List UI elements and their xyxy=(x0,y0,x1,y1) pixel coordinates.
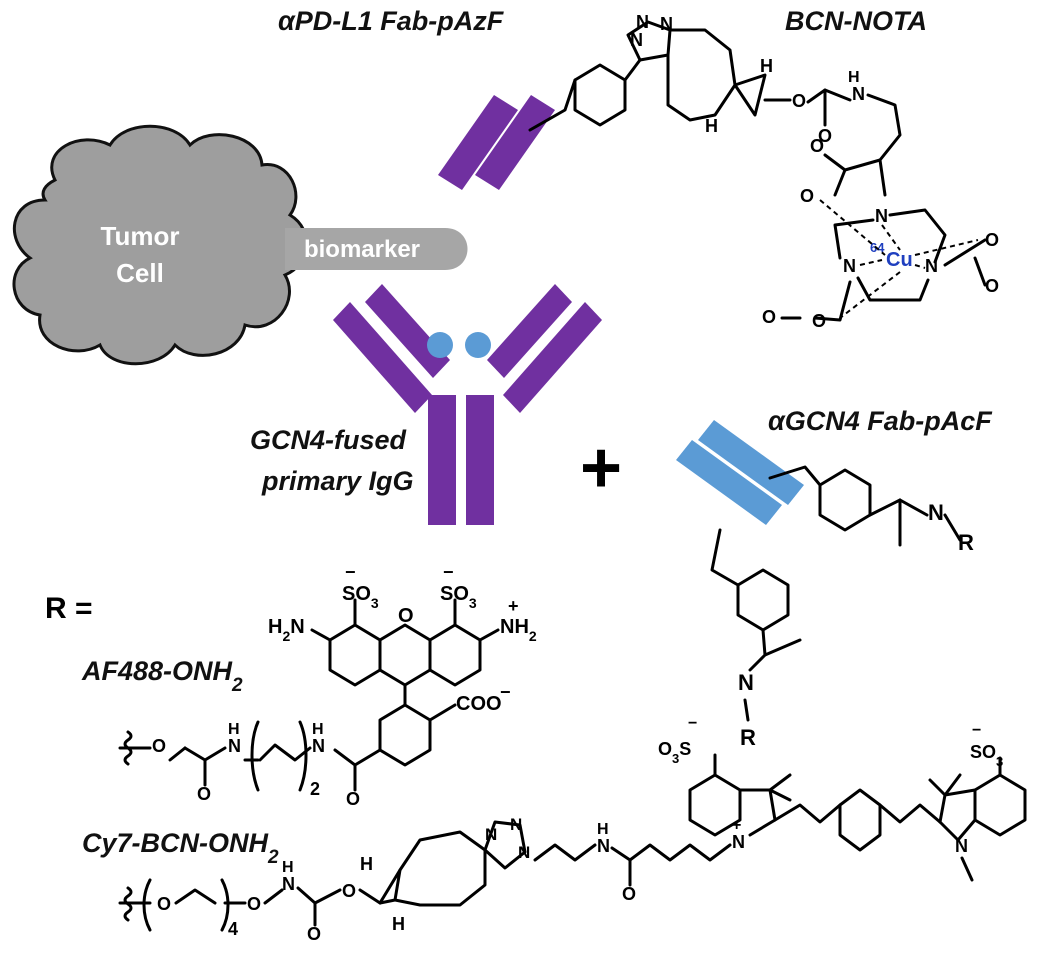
indolium-plus: + xyxy=(732,817,741,834)
nh2-right: NH2 xyxy=(500,616,537,644)
amide2-o: O xyxy=(622,884,636,904)
h2n-left: H2N xyxy=(268,616,305,644)
o3s-left-minus: − xyxy=(688,715,697,732)
carbamate-h: H xyxy=(848,69,860,86)
repeat-4: 4 xyxy=(228,919,238,939)
nota-n2: N xyxy=(843,256,856,276)
triazole-n2: N xyxy=(636,12,649,32)
cu-atom: Cu xyxy=(886,249,913,271)
carbamate-oxo: O xyxy=(818,126,832,146)
af488-label: AF488-ONH2 xyxy=(81,656,243,696)
r-group-lower: R xyxy=(740,725,756,750)
amide2-h: H xyxy=(597,821,609,838)
so3-left: SO3 xyxy=(342,583,379,611)
ether-o: O xyxy=(152,736,166,756)
carbamate2-o: O xyxy=(342,881,356,901)
bcn2-h-top: H xyxy=(360,854,373,874)
plus-sign: + xyxy=(580,428,622,508)
igg-antibody xyxy=(333,284,602,525)
tumor-label-line1: Tumor xyxy=(101,221,180,251)
oxime-n: N xyxy=(228,736,241,756)
tumor-label-line2: Cell xyxy=(116,258,164,288)
repeat-2: 2 xyxy=(310,779,320,799)
biomarker-label: biomarker xyxy=(304,236,420,263)
so3-right: SO3 xyxy=(440,583,477,611)
nota-o6: O xyxy=(812,311,826,331)
triazole2-n1: N xyxy=(485,825,497,844)
so3-right-minus: − xyxy=(443,562,454,582)
r-equals: R = xyxy=(45,592,93,625)
bcn-nota-structure: N N N H H O O H N O O N N N O O O xyxy=(528,12,999,331)
indolium-n: N xyxy=(732,832,745,852)
apdl1-fab-shape xyxy=(438,95,555,190)
apdl1-fab-label: αPD-L1 Fab-pAzF xyxy=(278,6,505,36)
imine-n-lower: N xyxy=(738,670,754,695)
nota-o4: O xyxy=(985,276,999,296)
agcn4-fab-structure: N R N R xyxy=(710,465,974,750)
oxime-h: H xyxy=(228,721,240,738)
agcn4-fab-shape xyxy=(676,420,804,525)
oxyamine-h: H xyxy=(282,859,294,876)
so3-cy7-right: SO3 xyxy=(970,742,1003,769)
antigen-dot-right xyxy=(465,332,491,358)
indoline-n: N xyxy=(955,836,968,856)
glycolyl-o: O xyxy=(197,784,211,804)
carbamate2-oxo: O xyxy=(307,924,321,944)
xanthene-o: O xyxy=(398,605,414,627)
carbamate-o: O xyxy=(792,91,806,111)
biomarker: biomarker xyxy=(285,228,468,270)
amide-n: N xyxy=(312,736,325,756)
cy7-label: Cy7-BCN-ONH2 xyxy=(82,828,279,868)
r-group-upper: R xyxy=(958,530,974,555)
amide-o: O xyxy=(346,789,360,809)
amide2-n: N xyxy=(597,836,610,856)
triazole-n1: N xyxy=(630,30,643,50)
oxyamine-n: N xyxy=(282,874,295,894)
o3s-left: O3S xyxy=(658,739,691,766)
imine-n-upper: N xyxy=(928,500,944,525)
triazole2-n2: N xyxy=(510,815,522,834)
oxyamine-o: O xyxy=(247,894,261,914)
triazole2-n3: N xyxy=(518,843,530,862)
coo-minus: − xyxy=(500,682,511,702)
bcn-h-top: H xyxy=(760,56,773,76)
antigen-dot-left xyxy=(427,332,453,358)
peg-o: O xyxy=(157,894,171,914)
igg-label-line1: GCN4-fused xyxy=(250,425,407,455)
carbamate-n: N xyxy=(852,84,865,104)
nota-n1: N xyxy=(875,206,888,226)
tumor-cell: Tumor Cell xyxy=(12,124,308,366)
agcn4-fab-label: αGCN4 Fab-pAcF xyxy=(768,406,993,436)
coo-group: COO xyxy=(456,693,502,715)
nota-o2: O xyxy=(800,186,814,206)
so3-cy7-right-minus: − xyxy=(972,722,981,739)
cy7-structure: O 4 O N H O O H H N N N N H O N + xyxy=(118,715,1027,944)
igg-label-line2: primary IgG xyxy=(261,466,414,496)
nota-o5: O xyxy=(762,307,776,327)
bcn-h-bottom: H xyxy=(705,116,718,136)
nota-o1: O xyxy=(810,136,824,156)
nota-o3: O xyxy=(985,230,999,250)
so3-left-minus: − xyxy=(345,562,356,582)
bcn-nota-label: BCN-NOTA xyxy=(785,6,927,36)
nh2-plus: + xyxy=(508,596,519,616)
af488-structure: O SO3 − SO3 − H2N NH2 + COO − O N H 2 N … xyxy=(118,562,537,809)
amide-h: H xyxy=(312,721,324,738)
bcn2-h-bottom: H xyxy=(392,914,405,934)
